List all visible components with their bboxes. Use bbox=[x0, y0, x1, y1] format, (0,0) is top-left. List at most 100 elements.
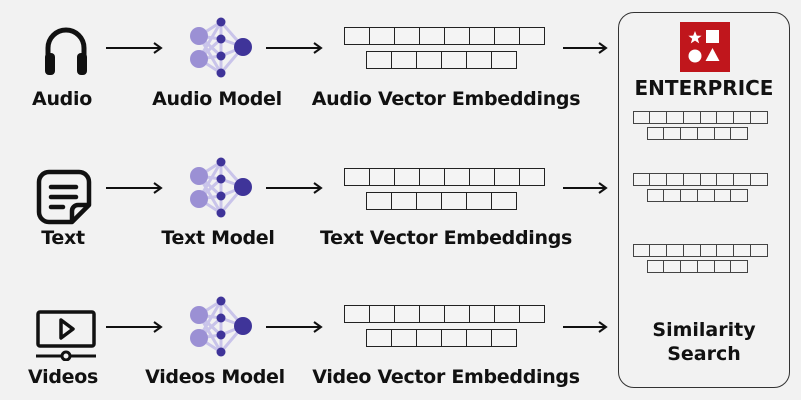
input-node bbox=[190, 50, 208, 68]
embedding-cell bbox=[390, 51, 417, 69]
hidden-node bbox=[216, 34, 226, 44]
video-player-icon bbox=[36, 310, 96, 361]
embedding-cell bbox=[365, 192, 392, 210]
embedding-row-top bbox=[343, 168, 545, 186]
input-node bbox=[190, 27, 208, 45]
note-icon bbox=[36, 169, 92, 225]
embedding-row-top bbox=[632, 244, 768, 257]
embedding-cell bbox=[699, 111, 718, 124]
embedding-cell bbox=[440, 192, 467, 210]
headphones-icon bbox=[45, 27, 87, 75]
embedding-cell bbox=[649, 244, 668, 257]
neural-network-icon bbox=[190, 296, 252, 357]
embedding-cell bbox=[646, 260, 665, 273]
embedding-cell bbox=[365, 329, 392, 347]
hidden-node bbox=[216, 51, 226, 61]
hidden-node bbox=[216, 313, 226, 323]
hidden-node bbox=[216, 330, 226, 340]
embedding-cell bbox=[749, 173, 768, 186]
arrow-right-icon bbox=[266, 42, 323, 54]
embedding-cell bbox=[732, 244, 751, 257]
embedding-cell bbox=[682, 173, 701, 186]
embedding-cell bbox=[465, 192, 492, 210]
embedding-cell bbox=[649, 173, 668, 186]
embedding-cell bbox=[365, 51, 392, 69]
input-node bbox=[190, 190, 208, 208]
embedding-row-bottom bbox=[646, 127, 749, 140]
input-label: Audio bbox=[32, 88, 92, 110]
arrow-right-icon bbox=[563, 321, 608, 333]
embedding-cell bbox=[730, 260, 749, 273]
embedding-cell bbox=[418, 168, 445, 186]
embedding-cell bbox=[468, 305, 495, 323]
arrow-right-icon bbox=[266, 182, 323, 194]
embedding-cell bbox=[680, 260, 699, 273]
embedding-cell bbox=[682, 111, 701, 124]
embedding-cell bbox=[468, 27, 495, 45]
embedding-cell bbox=[343, 168, 370, 186]
vector-database-panel: ENTERPRICE Similarity Search bbox=[618, 12, 790, 388]
embedding-cell bbox=[490, 329, 517, 347]
footer-line: Search bbox=[667, 343, 741, 365]
embedding-cell bbox=[680, 127, 699, 140]
arrow-right-icon bbox=[563, 182, 608, 194]
embedding-cell bbox=[343, 27, 370, 45]
hidden-node bbox=[216, 208, 226, 218]
embedding-cell bbox=[368, 305, 395, 323]
embedding-cell bbox=[393, 168, 420, 186]
embedding-cell bbox=[663, 127, 682, 140]
embedding-cell bbox=[465, 51, 492, 69]
embedding-row-bottom bbox=[365, 192, 517, 210]
input-node bbox=[190, 306, 208, 324]
neural-network-icon bbox=[190, 157, 252, 218]
embedding-cell bbox=[490, 192, 517, 210]
model-label: Videos Model bbox=[145, 366, 285, 388]
embedding-cell bbox=[713, 127, 732, 140]
embedding-cell bbox=[699, 244, 718, 257]
input-node bbox=[190, 329, 208, 347]
embedding-cell bbox=[646, 127, 665, 140]
hidden-node bbox=[216, 17, 226, 27]
embedding-cell bbox=[696, 127, 715, 140]
output-node bbox=[234, 317, 252, 335]
embedding-cell bbox=[716, 173, 735, 186]
similarity-search-label: Similarity Search bbox=[619, 318, 789, 366]
embedding-cell bbox=[696, 260, 715, 273]
input-label: Videos bbox=[28, 366, 98, 388]
embedding-cell bbox=[632, 173, 651, 186]
embedding-cell bbox=[663, 189, 682, 202]
embedding-cell bbox=[713, 260, 732, 273]
embedding-row-top bbox=[632, 173, 768, 186]
embedding-cell bbox=[415, 329, 442, 347]
embedding-cell bbox=[415, 192, 442, 210]
embedding-cell bbox=[749, 244, 768, 257]
embedding-row-top bbox=[343, 305, 545, 323]
embedding-cell bbox=[440, 329, 467, 347]
embedding-row-top bbox=[632, 111, 768, 124]
embedding-cell bbox=[468, 168, 495, 186]
arrow-right-icon bbox=[106, 182, 163, 194]
embedding-row-bottom bbox=[646, 260, 749, 273]
hidden-node bbox=[216, 68, 226, 78]
embedding-cell bbox=[390, 192, 417, 210]
embedding-cell bbox=[393, 305, 420, 323]
embedding-cell bbox=[418, 305, 445, 323]
embedding-cell bbox=[699, 173, 718, 186]
embedding-cell bbox=[682, 244, 701, 257]
arrow-right-icon bbox=[106, 42, 163, 54]
embedding-cell bbox=[696, 189, 715, 202]
hidden-node bbox=[216, 174, 226, 184]
hidden-node bbox=[216, 296, 226, 306]
embedding-cell bbox=[490, 51, 517, 69]
embeddings-label: Audio Vector Embeddings bbox=[311, 88, 581, 110]
hidden-node bbox=[216, 347, 226, 357]
embedding-cell bbox=[730, 127, 749, 140]
embedding-row-top bbox=[343, 27, 545, 45]
embedding-cell bbox=[716, 244, 735, 257]
embedding-cell bbox=[368, 27, 395, 45]
embedding-row-bottom bbox=[646, 189, 749, 202]
hidden-node bbox=[216, 157, 226, 167]
embedding-cell bbox=[368, 168, 395, 186]
embedding-cell bbox=[440, 51, 467, 69]
output-node bbox=[234, 38, 252, 56]
